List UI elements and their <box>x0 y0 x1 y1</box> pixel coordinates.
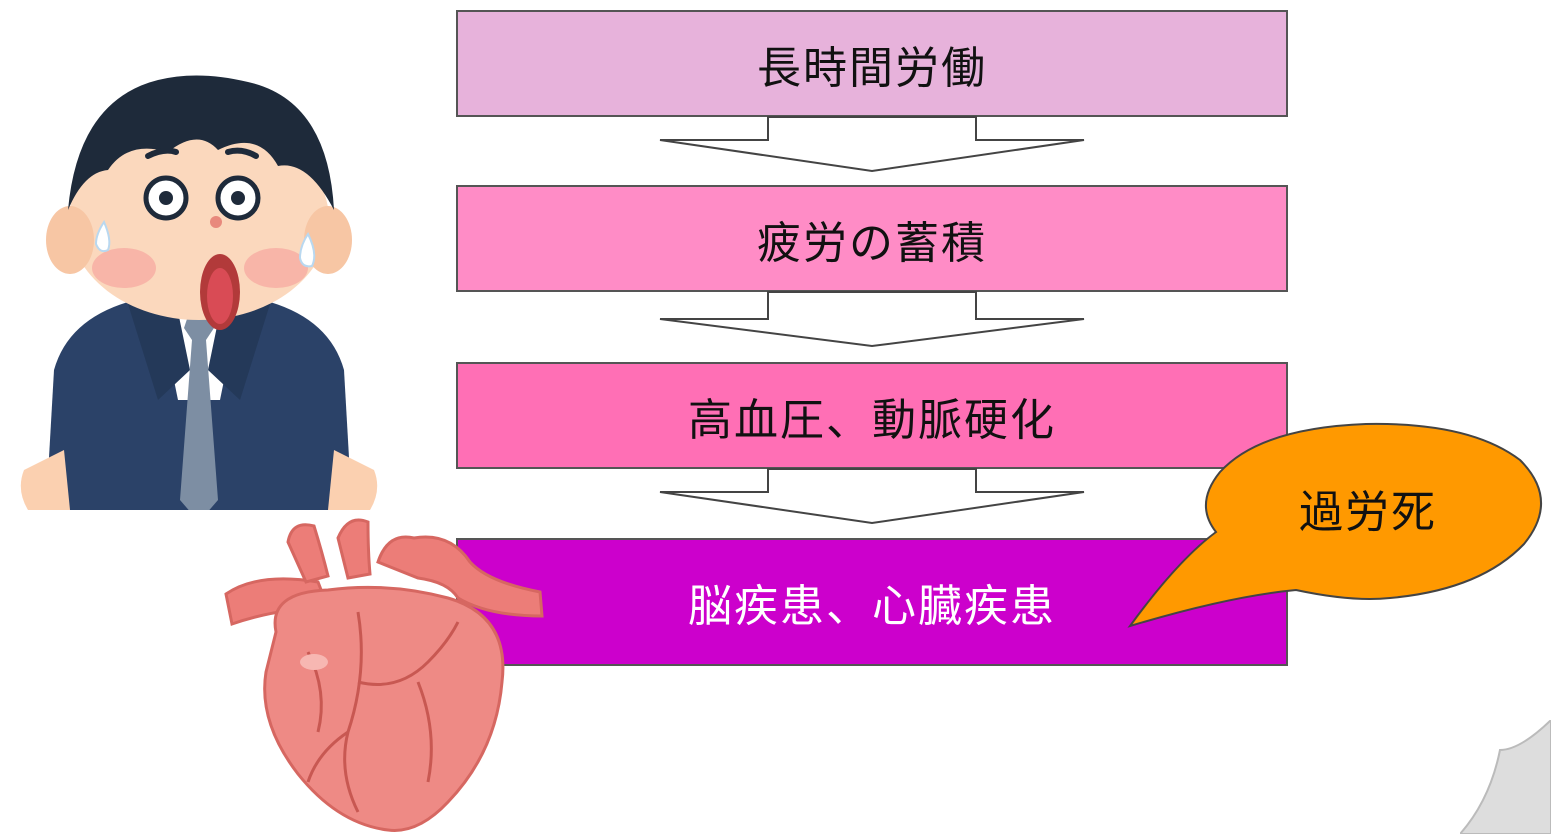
flow-step-3: 高血圧、動脈硬化 <box>456 362 1288 469</box>
flow-step-1: 長時間労働 <box>456 10 1288 117</box>
callout-label: 過労死 <box>1299 487 1437 538</box>
flow-step-3-label: 高血圧、動脈硬化 <box>688 394 1056 446</box>
flow-step-2: 疲労の蓄積 <box>456 185 1288 292</box>
down-arrow-2 <box>659 291 1085 348</box>
flow-step-4-label: 脳疾患、心臓疾患 <box>688 581 1056 632</box>
heart-organ-illustration <box>224 518 544 832</box>
flow-step-2-label: 疲労の蓄積 <box>757 217 987 269</box>
down-arrow-3 <box>659 468 1085 525</box>
speech-bubble <box>1127 422 1543 628</box>
surprised-businessman-illustration <box>20 75 378 510</box>
flow-step-1-label: 長時間労働 <box>757 42 987 94</box>
down-arrow-1 <box>659 116 1085 173</box>
page-curl-decoration <box>1460 720 1551 834</box>
